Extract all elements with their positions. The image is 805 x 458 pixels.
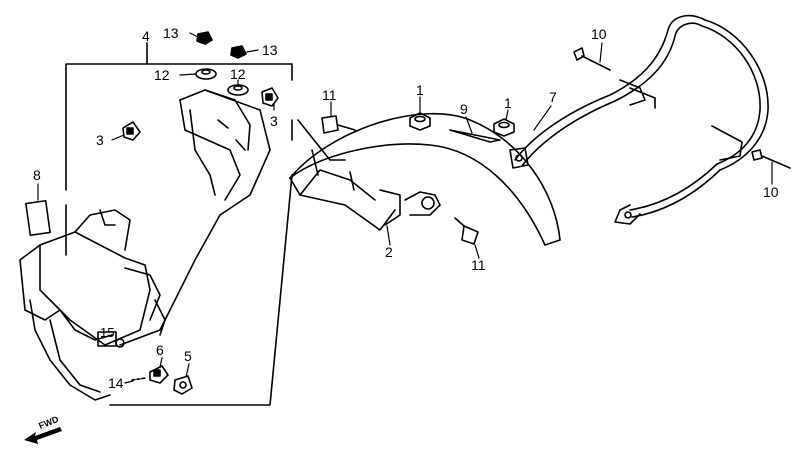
callout-7: 7 — [549, 89, 557, 105]
callout-1: 1 — [504, 95, 512, 111]
bolt-11a — [321, 115, 356, 134]
callout-12: 12 — [230, 66, 246, 82]
washer-12a — [195, 68, 217, 80]
plate-8 — [25, 199, 51, 237]
bolt-11b — [454, 217, 479, 245]
callout-5: 5 — [184, 348, 192, 364]
nut-1b — [493, 118, 515, 137]
callout-3: 3 — [270, 113, 278, 129]
callout-13: 13 — [262, 42, 278, 58]
callout-6: 6 — [156, 342, 164, 358]
callout-3: 3 — [96, 132, 104, 148]
forward-arrow-icon — [24, 427, 62, 444]
callout-1: 1 — [416, 82, 424, 98]
bolt-10a — [573, 47, 611, 71]
nut-13a — [196, 31, 213, 45]
callout-13: 13 — [163, 25, 179, 41]
callout-2: 2 — [385, 244, 393, 260]
bolt-10b — [751, 149, 791, 169]
clip-3b — [261, 87, 279, 107]
callout-10: 10 — [763, 184, 779, 200]
callout-11: 11 — [322, 87, 337, 103]
grab-rail-7 — [509, 14, 769, 225]
callout-15: 15 — [100, 325, 115, 340]
bolt-5 — [173, 375, 193, 395]
leader-lines — [37, 32, 773, 384]
callout-9: 9 — [460, 101, 468, 117]
rear-fender-2 — [289, 112, 561, 246]
assembly-bracket-4 — [65, 42, 293, 406]
nut-13b — [230, 45, 247, 59]
callout-4: 4 — [142, 28, 150, 44]
callout-12: 12 — [154, 67, 170, 83]
callout-11: 11 — [471, 257, 486, 273]
callout-8: 8 — [33, 167, 41, 183]
inner-fender-4 — [19, 89, 271, 401]
nut-6 — [149, 365, 169, 384]
strip-9 — [449, 129, 501, 143]
callout-10: 10 — [591, 26, 607, 42]
callout-14: 14 — [108, 375, 124, 391]
screw-14 — [131, 377, 147, 381]
clip-3a — [122, 121, 141, 141]
nut-1a — [409, 112, 431, 131]
